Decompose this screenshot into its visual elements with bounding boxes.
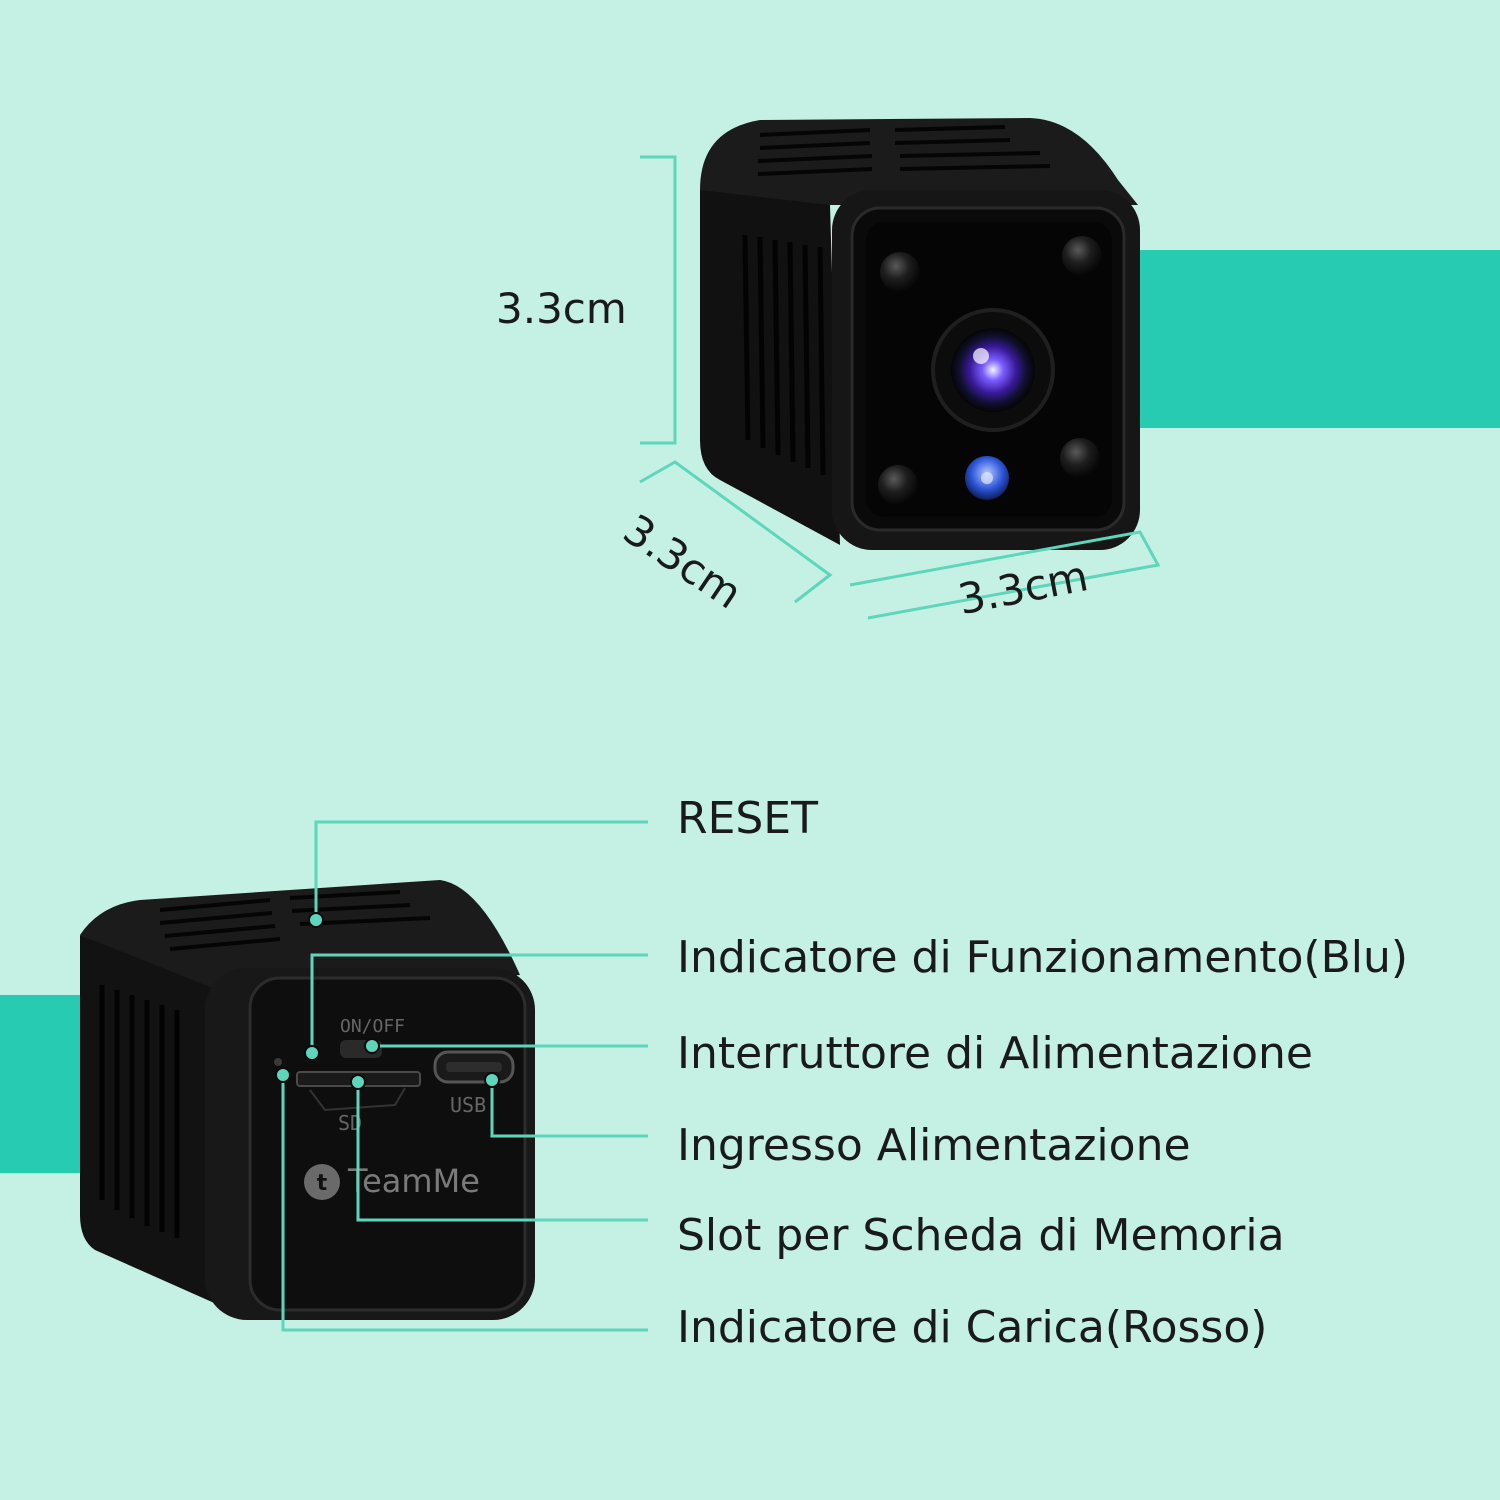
callout-power-input: Ingresso Alimentazione — [677, 1120, 1191, 1171]
callout-charge-indicator: Indicatore di Carica(Rosso) — [677, 1302, 1268, 1353]
callout-dots — [275, 912, 500, 1090]
dimension-lines — [639, 155, 1161, 620]
camera-back-view: t ON/OFF SD USB TeamMe — [80, 880, 535, 1320]
switch-marking: ON/OFF — [340, 1016, 405, 1037]
callout-memory-card-slot: Slot per Scheda di Memoria — [677, 1210, 1285, 1261]
callout-reset: RESET — [677, 793, 818, 844]
camera-front-view — [700, 118, 1140, 550]
svg-text:t: t — [317, 1171, 328, 1196]
callout-lines — [281, 820, 648, 1332]
usb-marking: USB — [450, 1093, 486, 1117]
callout-power-switch: Interruttore di Alimentazione — [677, 1028, 1314, 1079]
accent-band-right — [1100, 250, 1500, 428]
callout-operation-indicator: Indicatore di Funzionamento(Blu) — [677, 932, 1409, 983]
dimension-height-label: 3.3cm — [496, 284, 627, 333]
brand-logo-text: TeamMe — [347, 1162, 480, 1200]
